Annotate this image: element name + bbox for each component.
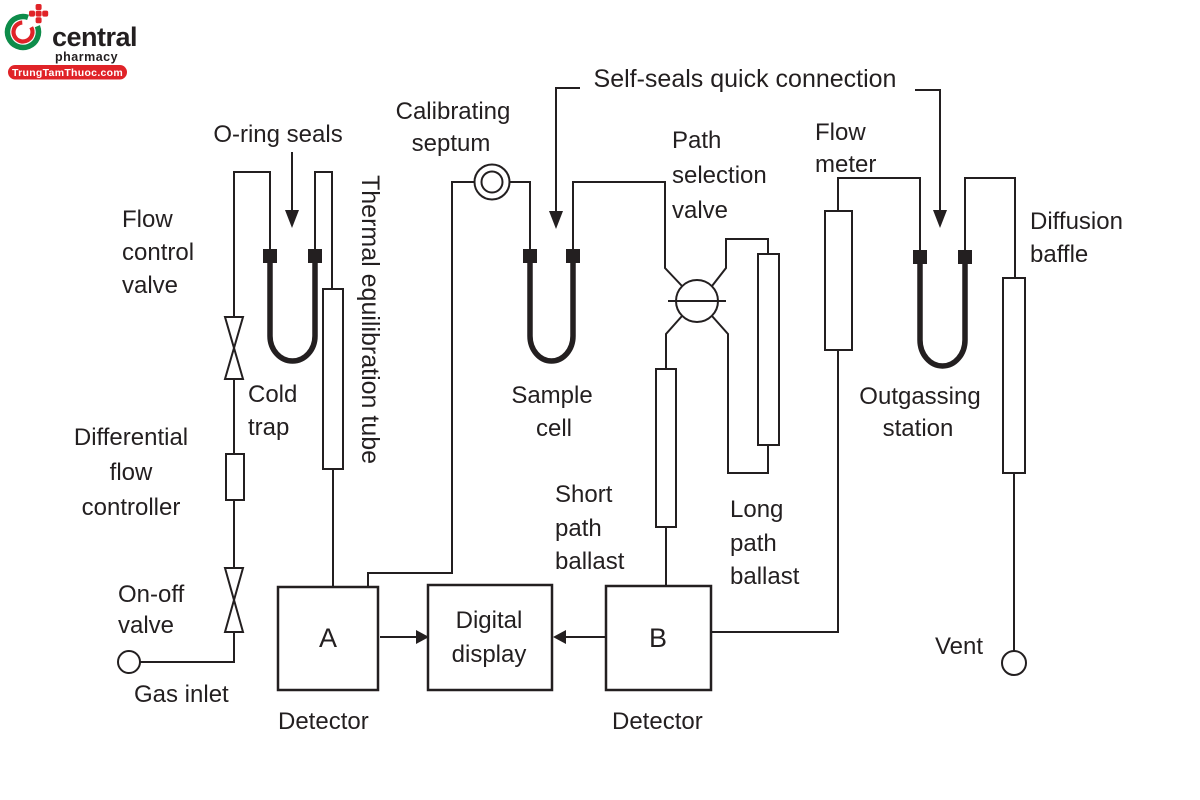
digital-display-label: display <box>452 641 527 668</box>
flow-control-valve-label: Flow <box>122 206 173 233</box>
vent-label: Vent <box>935 633 983 660</box>
detector-b-box <box>604 584 713 692</box>
outgassing-to-baffle-line <box>964 177 1016 278</box>
short-path-ballast-label: path <box>555 515 602 542</box>
digital-display-box <box>426 583 554 692</box>
flow-meter-label: meter <box>815 151 876 178</box>
cold-trap-label: Cold <box>248 381 297 408</box>
valve-to-short-ballast-line <box>665 315 683 369</box>
self-seals-pointer-arrow-left <box>549 87 580 229</box>
detector-a-to-display-arrow <box>380 630 429 644</box>
diagram-labels: Flow control valve O-ring seals Cold tra… <box>74 65 1123 735</box>
path-selection-valve-label: selection <box>672 162 767 189</box>
detector-a-to-septum-line <box>367 181 474 587</box>
calibrating-septum-label: septum <box>412 130 491 157</box>
cold-trap-to-tube-line <box>314 171 333 289</box>
o-ring-seals-pointer-arrow <box>285 152 299 228</box>
detector-a-box <box>276 585 380 692</box>
valve-to-cold-trap-line <box>233 171 271 317</box>
long-path-ballast-label: ballast <box>730 563 800 590</box>
valve-to-long-ballast-top-line <box>711 238 769 287</box>
self-seals-label: Self-seals quick connection <box>594 65 897 93</box>
on-off-valve-symbol <box>223 567 245 633</box>
long-path-ballast-label: path <box>730 530 777 557</box>
differential-flow-controller-symbol <box>225 453 245 501</box>
path-selection-valve-label: valve <box>672 197 728 224</box>
self-seals-pointer-arrow-right <box>915 89 947 228</box>
sample-cell-u-tube <box>527 252 576 364</box>
outgassing-station-label: station <box>883 415 954 442</box>
flow-control-valve-label: control <box>122 239 194 266</box>
flow-meter-symbol <box>824 210 853 351</box>
calibrating-septum-symbol <box>473 163 511 201</box>
diffusion-baffle-label: Diffusion <box>1030 208 1123 235</box>
short-path-ballast-symbol <box>655 368 677 528</box>
central-pharmacy-logo: central pharmacy TrungTamThuoc.com <box>4 4 138 80</box>
path-selection-valve-symbol <box>668 279 726 323</box>
o-ring-seal-left <box>263 249 277 263</box>
detector-b-to-flow-meter-line <box>711 350 839 633</box>
vent-port <box>1001 650 1027 676</box>
long-ballast-bottom-line <box>711 315 769 474</box>
logo-green-arc <box>4 13 42 51</box>
cold-trap-u-tube <box>267 252 318 364</box>
short-path-ballast-label: ballast <box>555 548 625 575</box>
logo-badge <box>8 65 127 80</box>
logo-brand-text: central <box>52 22 137 52</box>
detector-a-caption: Detector <box>278 708 369 735</box>
flow-meter-to-outgassing-line <box>837 177 921 251</box>
flow-control-valve-label: valve <box>122 272 178 299</box>
diffusion-baffle-label: baffle <box>1030 241 1088 268</box>
detector-b-letter: B <box>649 623 667 653</box>
thermal-equilibration-tube-label: Thermal equilibration tube <box>356 175 384 464</box>
gas-inlet-line <box>140 632 235 663</box>
logo-sub-text: pharmacy <box>55 50 118 64</box>
short-path-ballast-label: Short <box>555 481 613 508</box>
logo-c-mark <box>4 4 49 51</box>
on-off-valve-label: valve <box>118 612 174 639</box>
sample-cell-label: cell <box>536 415 572 442</box>
differential-flow-controller-label: flow <box>110 459 153 486</box>
long-path-ballast-symbol <box>757 253 780 446</box>
o-ring-seals-label: O-ring seals <box>213 121 342 148</box>
outgassing-seal-left <box>913 250 927 264</box>
thermal-equilibration-tube-symbol <box>322 288 344 470</box>
flow-meter-label: Flow <box>815 119 866 146</box>
outgassing-seal-right <box>958 250 972 264</box>
septum-to-sample-cell-line <box>510 181 531 250</box>
differential-flow-controller-label: Differential <box>74 424 188 451</box>
detector-a-letter: A <box>319 623 337 653</box>
detector-b-caption: Detector <box>612 708 703 735</box>
tubing-lines <box>140 171 1016 663</box>
logo-plus-icon <box>29 4 49 24</box>
path-selection-valve-label: Path <box>672 127 721 154</box>
o-ring-seal-right <box>308 249 322 263</box>
gas-inlet-label: Gas inlet <box>134 681 229 708</box>
calibrating-septum-label: Calibrating <box>396 98 511 125</box>
cold-trap-label: trap <box>248 414 289 441</box>
gas-inlet-port <box>117 650 141 674</box>
sample-cell-label: Sample <box>511 382 592 409</box>
long-path-ballast-label: Long <box>730 496 783 523</box>
outgassing-u-tube <box>917 254 968 369</box>
logo-badge-text: TrungTamThuoc.com <box>12 67 123 79</box>
sample-cell-seal-right <box>566 249 580 263</box>
detector-b-to-display-arrow <box>553 630 606 644</box>
sample-cell-to-valve-line <box>572 181 683 287</box>
differential-flow-controller-label: controller <box>82 494 181 521</box>
diffusion-baffle-symbol <box>1002 277 1026 474</box>
digital-display-label: Digital <box>456 607 523 634</box>
sample-cell-seal-left <box>523 249 537 263</box>
flow-control-valve-symbol <box>223 316 245 380</box>
outgassing-station-label: Outgassing <box>859 383 980 410</box>
logo-red-arc <box>11 20 35 44</box>
on-off-valve-label: On-off <box>118 581 185 608</box>
